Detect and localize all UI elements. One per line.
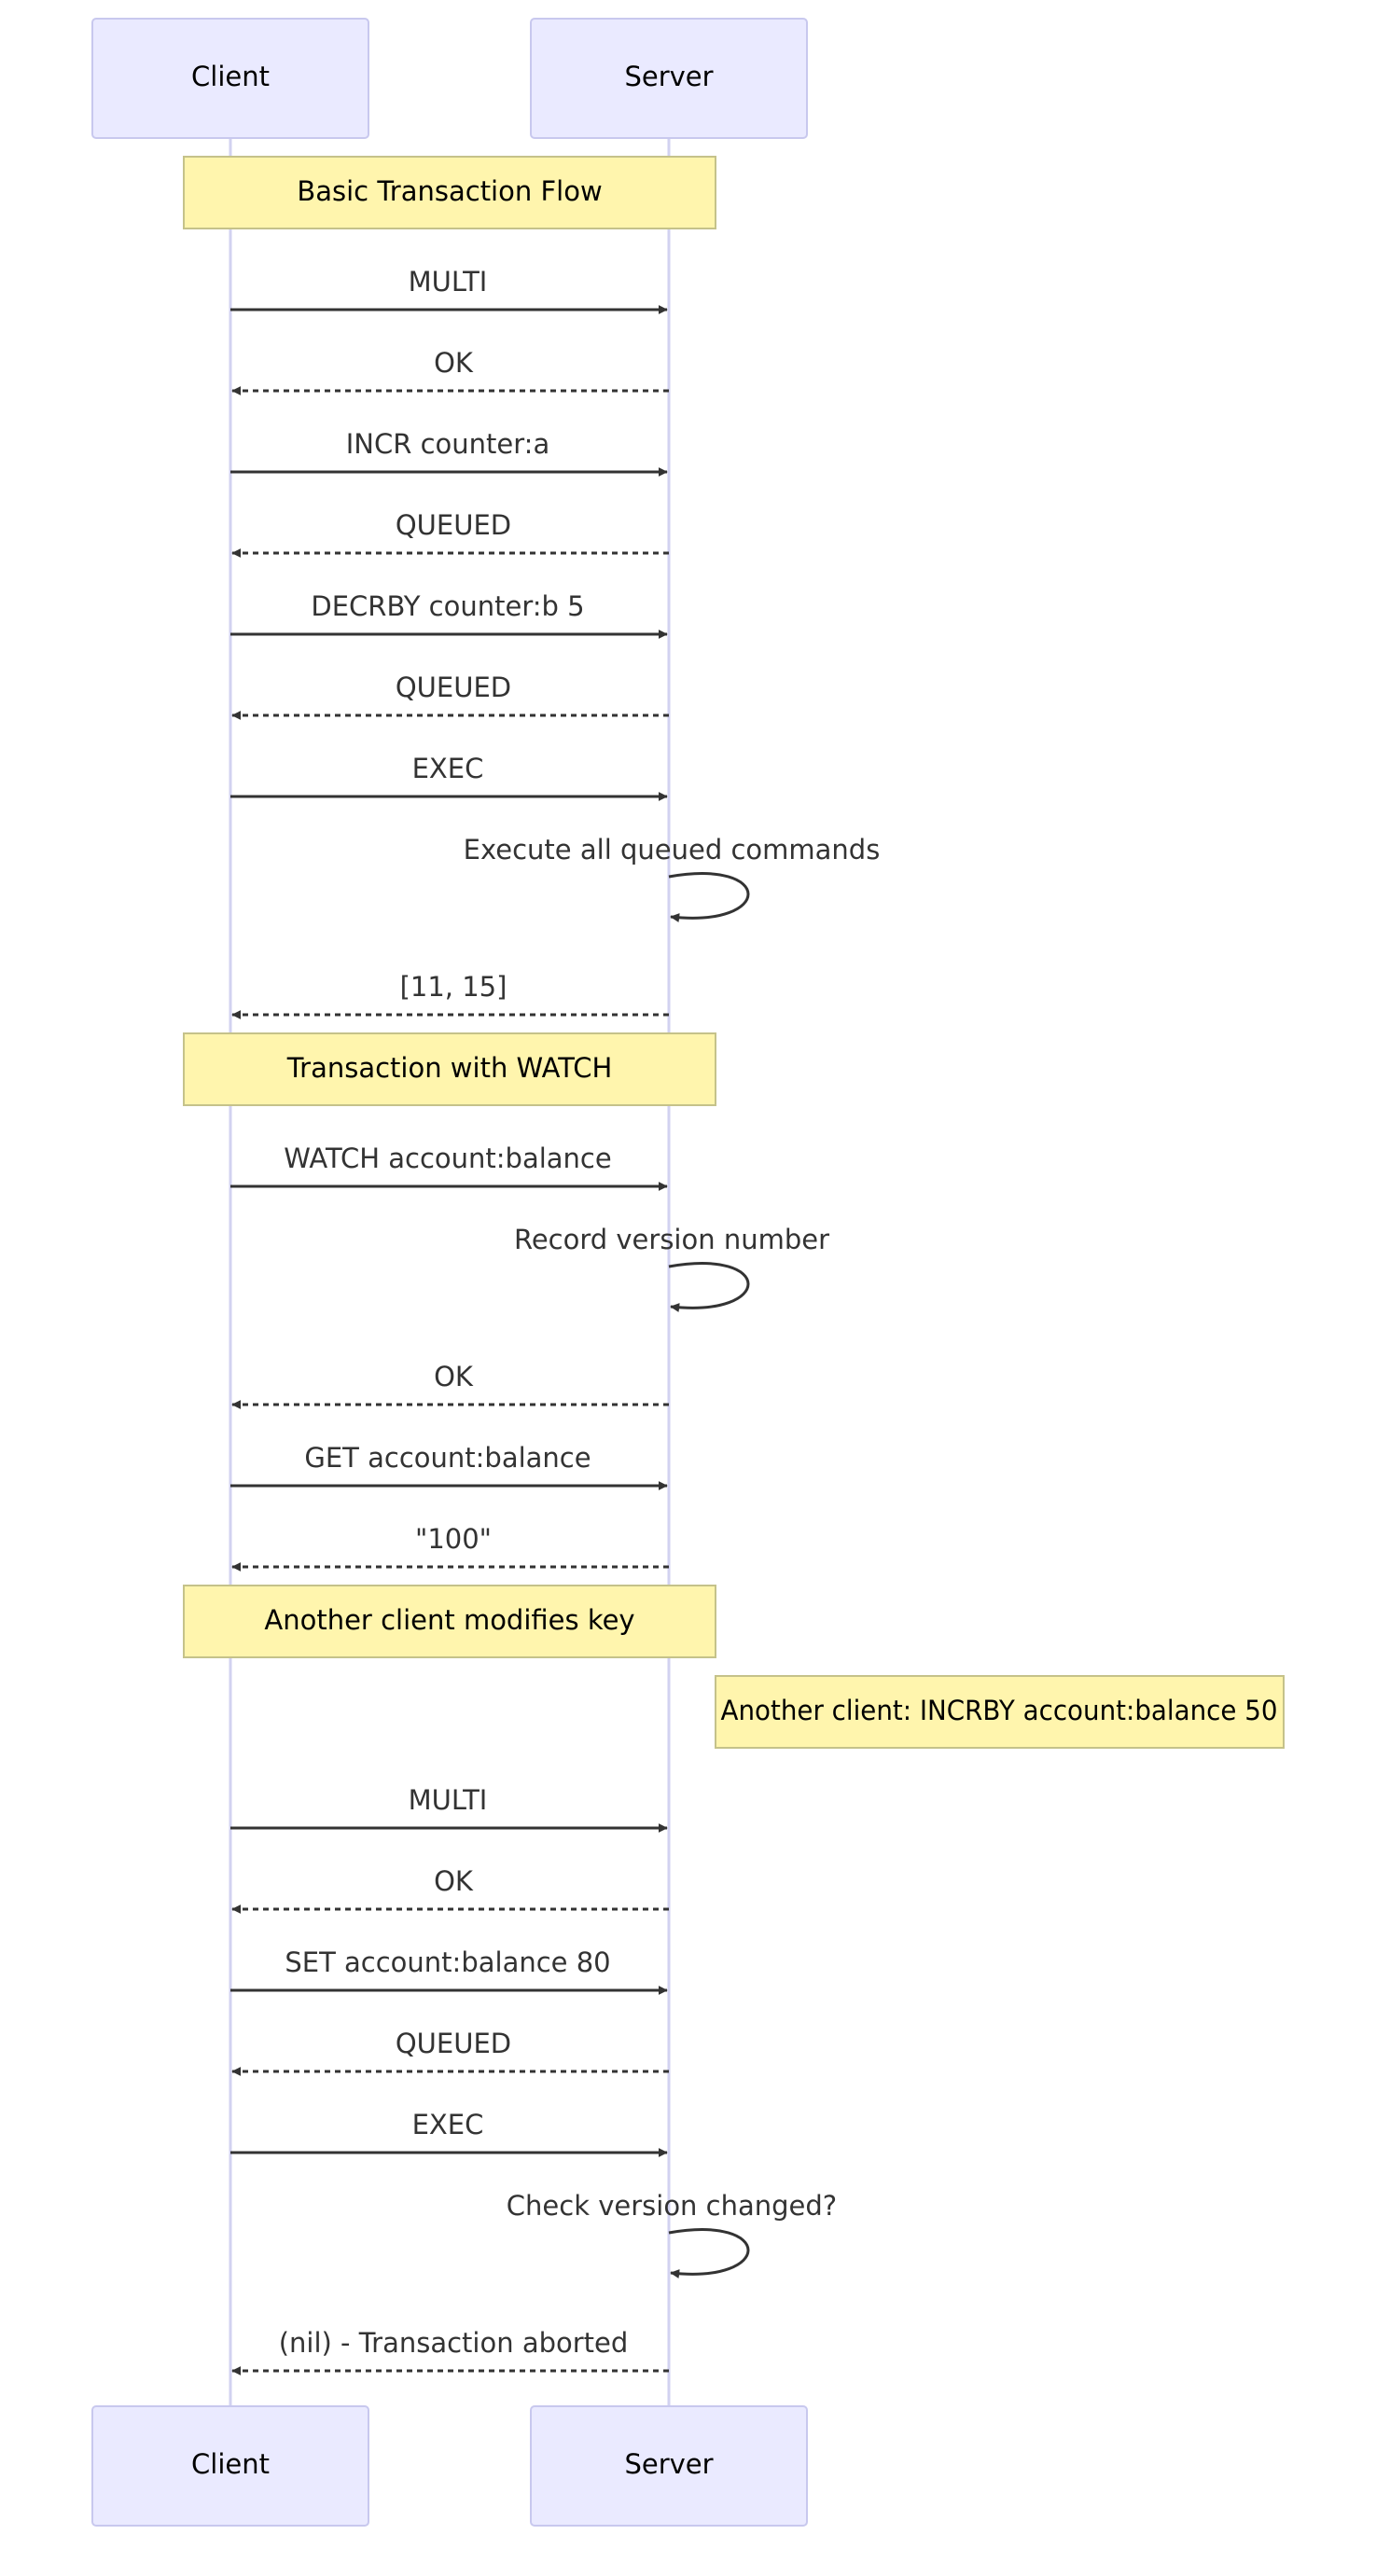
- message-label: GET account:balance: [304, 1442, 591, 1474]
- self-message-execute: Execute all queued commands: [464, 834, 881, 922]
- note-another-client-modifies-key: Another client modifies key: [183, 1585, 716, 1658]
- message-incr: INCR counter:a: [230, 428, 668, 477]
- message-label: EXEC: [412, 2109, 484, 2140]
- message-watch: WATCH account:balance: [230, 1143, 668, 1191]
- message-exec: EXEC: [230, 753, 668, 801]
- message-multi: MULTI: [230, 1784, 668, 1833]
- message-label: OK: [434, 347, 474, 379]
- actor-top-server: Server: [530, 18, 808, 139]
- message-label: QUEUED: [396, 672, 511, 703]
- message-label: Record version number: [514, 1224, 829, 1255]
- message-label: DECRBY counter:b 5: [311, 590, 584, 622]
- reply-queued: QUEUED: [231, 509, 669, 558]
- message-label: OK: [434, 1361, 474, 1392]
- message-label: EXEC: [412, 753, 484, 784]
- message-get: GET account:balance: [230, 1442, 668, 1490]
- message-multi: MULTI: [230, 266, 668, 314]
- message-decrby: DECRBY counter:b 5: [230, 590, 668, 639]
- message-set: SET account:balance 80: [230, 1946, 668, 1995]
- message-exec: EXEC: [230, 2109, 668, 2157]
- actor-bottom-client-label: Client: [191, 2448, 270, 2480]
- self-message-record-version: Record version number: [514, 1224, 829, 1312]
- message-label: Execute all queued commands: [464, 834, 881, 866]
- self-loop-arrow: [668, 1262, 750, 1312]
- reply-ok: OK: [231, 1361, 669, 1409]
- note-transaction-with-watch: Transaction with WATCH: [183, 1032, 716, 1106]
- self-message-check-version: Check version changed?: [507, 2190, 837, 2278]
- reply-results: [11, 15]: [231, 971, 669, 1019]
- reply-value: "100": [231, 1523, 669, 1572]
- message-label: [11, 15]: [400, 971, 507, 1003]
- note-label: Basic Transaction Flow: [297, 175, 602, 207]
- self-loop-arrow: [668, 872, 750, 922]
- note-label: Transaction with WATCH: [286, 1052, 613, 1084]
- message-label: OK: [434, 1865, 474, 1897]
- note-another-client-incrby: Another client: INCRBY account:balance 5…: [715, 1675, 1285, 1749]
- actor-top-client-label: Client: [191, 61, 270, 92]
- actor-top-client: Client: [91, 18, 369, 139]
- message-label: SET account:balance 80: [285, 1946, 610, 1978]
- message-label: MULTI: [409, 266, 488, 298]
- message-label: WATCH account:balance: [284, 1143, 611, 1174]
- message-label: QUEUED: [396, 2028, 511, 2059]
- reply-ok: OK: [231, 1865, 669, 1914]
- actor-bottom-client: Client: [91, 2405, 369, 2527]
- reply-nil-aborted: (nil) - Transaction aborted: [231, 2327, 669, 2375]
- self-loop-arrow: [668, 2228, 750, 2278]
- message-label: Check version changed?: [507, 2190, 837, 2222]
- note-basic-transaction-flow: Basic Transaction Flow: [183, 156, 716, 229]
- actor-top-server-label: Server: [624, 61, 713, 92]
- actor-bottom-server: Server: [530, 2405, 808, 2527]
- actor-bottom-server-label: Server: [624, 2448, 713, 2480]
- message-label: INCR counter:a: [346, 428, 549, 460]
- reply-ok: OK: [231, 347, 669, 395]
- note-label: Another client modifies key: [264, 1604, 634, 1636]
- message-label: "100": [415, 1523, 492, 1555]
- reply-queued: QUEUED: [231, 672, 669, 720]
- message-label: QUEUED: [396, 509, 511, 541]
- message-label: MULTI: [409, 1784, 488, 1816]
- note-label: Another client: INCRBY account:balance 5…: [721, 1695, 1278, 1726]
- reply-queued: QUEUED: [231, 2028, 669, 2076]
- message-label: (nil) - Transaction aborted: [279, 2327, 629, 2359]
